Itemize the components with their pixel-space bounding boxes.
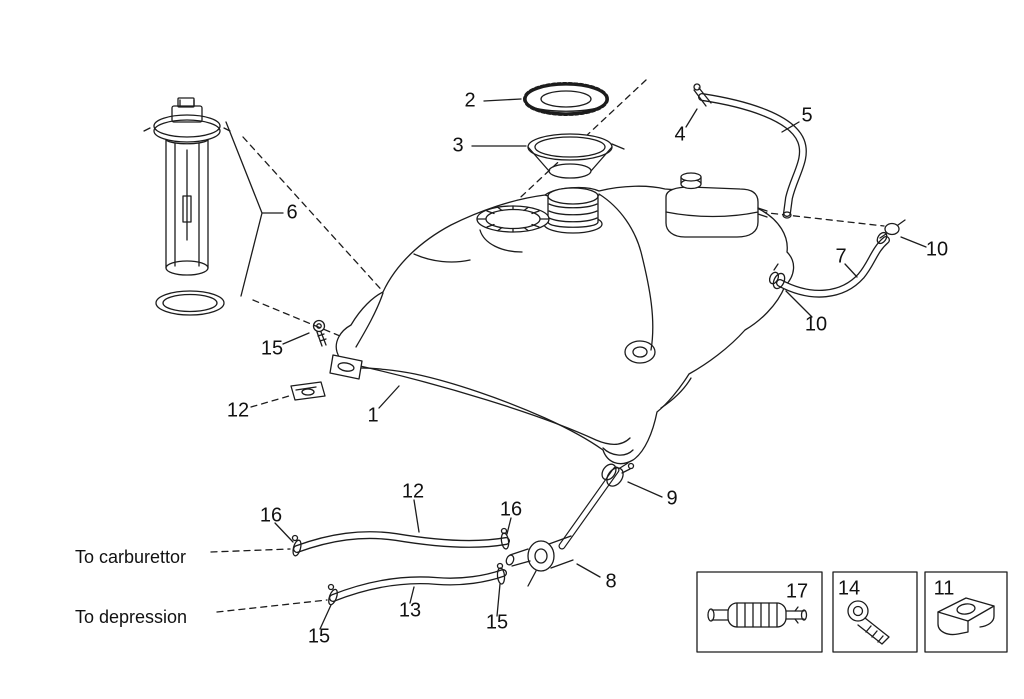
hose-clip-16-right (500, 527, 510, 550)
breather-hose (698, 93, 807, 219)
sender-opening (476, 205, 550, 233)
callout-part-2: 2 (464, 89, 476, 112)
callout-part-11: 11 (933, 577, 955, 600)
callout-part-10-lower: 10 (804, 313, 828, 336)
callout-part-1: 1 (367, 404, 379, 427)
callout-part-12-hose: 12 (401, 480, 425, 503)
fuel-hose-7 (776, 236, 890, 298)
callout-part-8: 8 (605, 570, 617, 593)
clip-nut-box (924, 571, 1008, 653)
fuel-tap-8 (505, 535, 574, 587)
hose-clamp-4 (693, 83, 712, 107)
leader-lines (274, 98, 927, 630)
callout-part-16-left: 16 (259, 504, 283, 527)
fuel-filter-box (696, 571, 823, 653)
callout-part-15-hose-left: 15 (307, 625, 331, 648)
callout-part-14: 14 (837, 577, 861, 600)
callout-part-10-upper: 10 (925, 238, 949, 261)
o-ring-gasket (155, 290, 225, 316)
label-to-depression: To depression (75, 607, 188, 627)
fuel-cap (523, 82, 609, 116)
label-to-carburettor: To carburettor (75, 547, 187, 567)
depression-hose-13 (329, 569, 507, 602)
outlet-clamp-9 (601, 462, 635, 487)
hose-clip-16-left (291, 534, 302, 557)
hose-connector-10-upper (876, 219, 906, 245)
dashed-leader-lines (210, 395, 328, 613)
screw-box (832, 571, 918, 653)
callout-part-15-hose-right: 15 (485, 611, 509, 634)
callout-part-15-screw: 15 (260, 337, 284, 360)
carburettor-hose-12 (293, 531, 510, 553)
callout-part-6: 6 (286, 201, 298, 224)
fuel-level-sender (143, 97, 231, 276)
callout-part-13: 13 (398, 599, 422, 622)
callout-part-16-right: 16 (499, 498, 523, 521)
callout-part-5: 5 (801, 104, 813, 127)
hose-clamp-10-lower (768, 263, 786, 290)
fuel-outlet-pipe (558, 466, 620, 550)
callout-part-9: 9 (666, 487, 678, 510)
callout-part-3: 3 (452, 134, 464, 157)
callout-part-7: 7 (835, 245, 847, 268)
hose-clip-15-left (327, 583, 338, 606)
screw-15 (312, 319, 327, 347)
callout-part-4: 4 (674, 123, 686, 146)
mounting-tab (329, 354, 363, 380)
part6-bracket (225, 121, 284, 297)
filler-funnel (527, 133, 625, 179)
callout-part-17: 17 (785, 580, 809, 603)
expansion-tank (665, 172, 768, 238)
clamp-12 (290, 381, 326, 401)
hose-clip-15-right (496, 562, 506, 585)
callout-part-12-clamp: 12 (226, 399, 250, 422)
